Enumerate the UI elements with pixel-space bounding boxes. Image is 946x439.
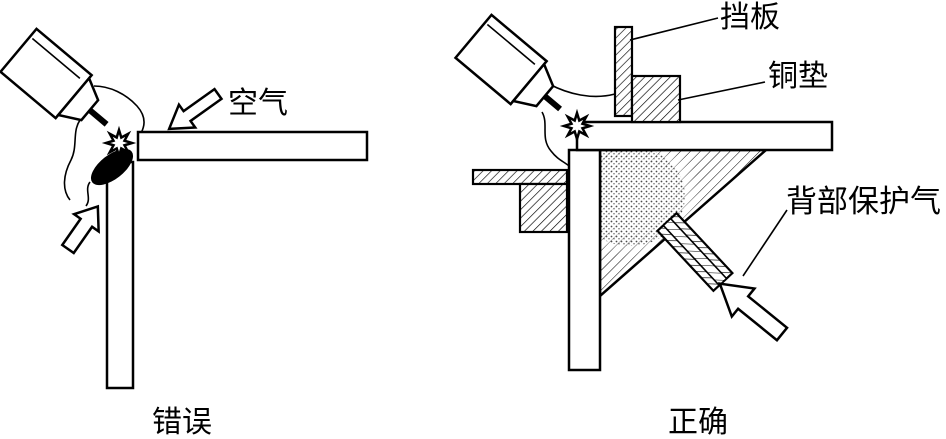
baffle-leader-line — [629, 17, 719, 41]
correct-caption: 正确 — [668, 405, 728, 439]
tungsten-electrode — [87, 107, 109, 127]
air-label: 空气 — [228, 86, 288, 121]
correct-setup: 挡板 铜垫 背部保护气 正确 — [453, 0, 941, 439]
welding-arc-right — [559, 108, 595, 144]
tungsten-electrode — [542, 93, 563, 112]
back-shielding-gas-label: 背部保护气 — [786, 184, 941, 220]
torch-body-highlight — [486, 23, 536, 65]
gas-envelope-right-left — [93, 85, 145, 134]
torch-body-highlight — [31, 37, 81, 79]
torch-nozzle — [510, 61, 555, 108]
torch-nozzle — [55, 75, 100, 122]
wrong-setup: 空气 错误 — [0, 27, 369, 439]
copper-pad-leader-line — [677, 81, 766, 101]
back-gas-arrow — [717, 282, 789, 342]
gas-pipe-bore — [662, 217, 728, 287]
oxidized-weld-spot — [90, 148, 134, 186]
wrong-caption: 错误 — [152, 405, 212, 439]
back-gas-pipe — [655, 211, 734, 293]
welding-torch-right — [453, 13, 563, 112]
vertical-plate-left — [105, 160, 135, 390]
left-support-block — [518, 182, 569, 234]
horizontal-plate-right — [575, 120, 834, 152]
baffle — [613, 25, 634, 118]
air-arrow — [167, 87, 224, 131]
gas-envelope-right-right — [548, 83, 616, 98]
copper-pad — [630, 74, 682, 124]
welding-arc-left — [101, 125, 137, 161]
gas-flow-arrow-left — [60, 204, 100, 255]
horizontal-plate-left — [136, 130, 369, 162]
left-support-plate — [471, 168, 569, 186]
vertical-plate-right — [567, 148, 602, 372]
baffle-label: 挡板 — [720, 0, 780, 35]
copper-pad-label: 铜垫 — [768, 59, 828, 94]
gas-envelope-left-left — [63, 119, 81, 201]
back-gas-leader-line — [742, 209, 788, 277]
gas-envelope-left-right — [541, 111, 570, 167]
welding-torch-left — [0, 27, 109, 127]
gas-envelope-lower-left — [85, 181, 91, 207]
gas-dots — [600, 150, 685, 246]
